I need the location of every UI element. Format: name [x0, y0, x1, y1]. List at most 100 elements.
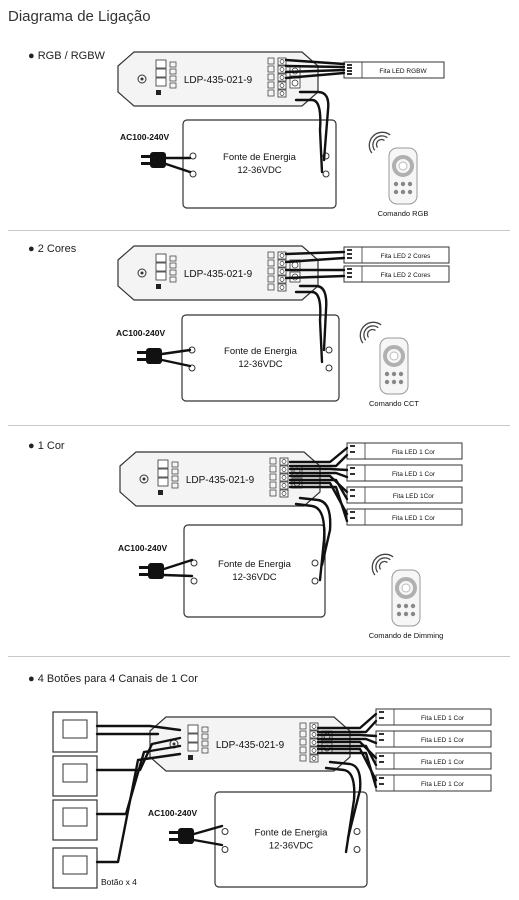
- dip-switch: [169, 61, 177, 68]
- section-title-2-cores: ● 2 Cores: [28, 243, 77, 255]
- strip-pin: [379, 761, 384, 763]
- mounting-hole-icon: [172, 742, 176, 746]
- signal-wave-icon: [363, 325, 379, 341]
- plug-prong: [137, 358, 146, 361]
- color-wheel-icon: [383, 345, 405, 367]
- controller-model: LDP-435-021-9: [216, 740, 285, 751]
- output-pin: [267, 73, 275, 81]
- signal-wave-icon: [375, 138, 385, 148]
- strip-pin: [379, 733, 384, 735]
- wire: [95, 736, 182, 772]
- remote-button: [384, 371, 390, 377]
- led-strip-body: [343, 265, 450, 283]
- mounting-hole-icon: [139, 474, 149, 484]
- dip-switch: [201, 733, 209, 740]
- mounting-hole-icon: [140, 77, 144, 81]
- input-terminal: [187, 724, 199, 734]
- remote-button: [400, 181, 406, 187]
- strip-pin: [350, 473, 355, 475]
- remote-label: Comando de Dimming: [369, 631, 444, 640]
- input-terminal: [157, 468, 169, 478]
- terminal-screw-icon: [279, 67, 285, 72]
- output-terminal: [309, 738, 319, 747]
- output-pin: [267, 81, 275, 89]
- wall-button-rocker: [62, 719, 88, 739]
- power-supply-voltage: 12-36VDC: [232, 572, 276, 583]
- remote-label: Comando CCT: [369, 399, 419, 408]
- plug-prong: [139, 573, 148, 576]
- power-supply-label: Fonte de Energia: [224, 346, 298, 357]
- dip-switch: [171, 475, 179, 482]
- wire: [284, 71, 346, 80]
- dip-switch: [169, 82, 177, 89]
- plug-prong: [139, 566, 148, 569]
- terminal-screw-icon: [311, 756, 317, 761]
- page-title: Diagrama de Ligação: [8, 8, 151, 25]
- ac-voltage-label: AC100-240V: [118, 543, 167, 553]
- section-title-rgb: ● RGB / RGBW: [28, 50, 105, 62]
- output-terminal: [279, 465, 289, 474]
- output-terminal: [277, 73, 287, 82]
- signal-wave-icon: [378, 560, 388, 570]
- remote-button: [400, 189, 406, 195]
- wire: [95, 724, 182, 732]
- output-terminal: [309, 754, 319, 763]
- controller-model: LDP-435-021-9: [184, 75, 253, 86]
- psu-terminal-icon: [190, 577, 198, 585]
- mounting-hole-icon: [137, 74, 147, 84]
- wire: [324, 766, 356, 854]
- wall-button-3: [52, 799, 98, 841]
- ac-plug-icon: [150, 152, 166, 168]
- remote-button: [407, 181, 413, 187]
- dip-switch: [171, 482, 179, 489]
- dip-switch: [201, 740, 209, 747]
- led-strip-body: [375, 730, 492, 748]
- signal-wave-icon: [372, 135, 388, 151]
- plug-prong: [137, 351, 146, 354]
- led-strip-label: Fita LED 1 Cor: [392, 449, 436, 456]
- wire: [294, 98, 324, 174]
- strip-pin: [350, 495, 355, 497]
- led-strip-rgbw: Fita LED RGBW: [343, 61, 445, 79]
- wire: [284, 68, 346, 74]
- remote-control: Comando de Dimming: [369, 553, 444, 640]
- section-rgb: LDP-435-021-9 Fita LED RGBW Fonte de Energ…: [117, 51, 445, 218]
- output-pin: [269, 473, 277, 481]
- wire: [95, 752, 182, 864]
- remote-button: [407, 189, 413, 195]
- remote-button: [410, 611, 416, 617]
- input-terminal: [187, 742, 199, 752]
- remote-label: Comando RGB: [378, 209, 429, 218]
- remote-control: Comando RGB: [368, 131, 429, 218]
- controller: LDP-435-021-9: [119, 451, 321, 507]
- wall-button-rocker: [62, 855, 88, 875]
- output-terminal: [279, 489, 289, 498]
- led-strip-body: [343, 246, 450, 264]
- output-terminal: [309, 746, 319, 755]
- remote-button: [398, 379, 404, 385]
- wire: [288, 485, 349, 523]
- strip-pin: [350, 489, 355, 491]
- terminal-screw-icon: [291, 79, 299, 87]
- input-terminal: [187, 733, 199, 743]
- output-pin: [299, 746, 307, 754]
- output-terminal: [277, 251, 287, 260]
- wire: [192, 838, 224, 847]
- output-pin: [267, 57, 275, 65]
- wire: [298, 284, 328, 352]
- output-pin: [267, 251, 275, 259]
- wire: [164, 162, 192, 174]
- strip-pin: [350, 445, 355, 447]
- strip-pin: [347, 272, 352, 274]
- wire: [288, 478, 349, 501]
- signal-wave-icon: [366, 328, 376, 338]
- psu-terminal-icon: [311, 559, 319, 567]
- output-terminal: [277, 65, 287, 74]
- ac-voltage-label: AC100-240V: [148, 808, 197, 818]
- wire: [284, 256, 346, 264]
- wire: [328, 760, 362, 840]
